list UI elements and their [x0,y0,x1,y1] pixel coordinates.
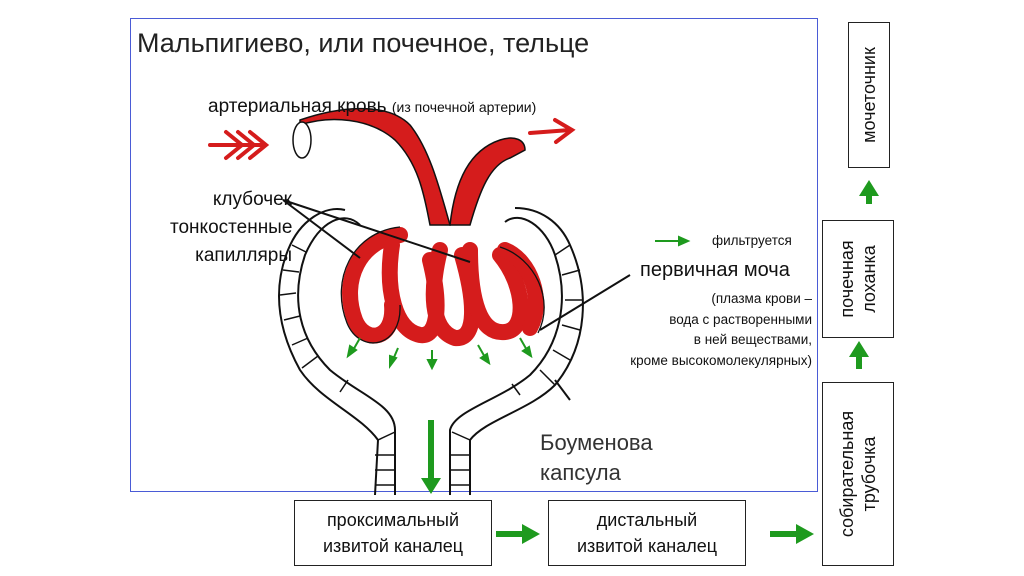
plasma-line-3: в ней веществами, [693,332,812,347]
glomerulus-outline [340,226,545,344]
arterial-blood-label: артериальная кровь (из почечной артерии) [208,96,536,118]
arterial-blood-main: артериальная кровь [208,96,387,117]
filtration-arrows [346,235,691,371]
urine-flow-arrows [421,180,879,544]
arterial-blood-note: (из почечной артерии) [391,99,537,115]
collecting-duct-box: собирательная трубочка [822,382,894,566]
glomerulus-loops [342,227,544,346]
filtered-label: фильтруется [712,233,792,248]
bowman-line-2: капсула [540,460,621,485]
collecting-line-2: трубочка [859,436,879,512]
collecting-line-1: собирательная [837,410,857,538]
pelvis-line-2: лоханка [859,245,879,313]
proximal-line-2: извитой каналец [322,536,464,556]
capillaries-text-2: капилляры [195,245,292,266]
ureter-text: мочеточник [859,47,879,143]
pointer-lines [282,199,631,401]
plasma-line-1: (плазма крови – [711,291,812,306]
distal-line-2: извитой каналец [576,536,718,556]
distal-tubule-box: дистальный извитой каналец [548,500,746,566]
blood-vessels [292,107,526,226]
plasma-description: (плазма крови – вода с растворенными в н… [560,289,812,371]
distal-line-1: дистальный [596,510,698,530]
plasma-line-2: вода с растворенными [669,311,812,327]
plasma-line-4: кроме высокомолекулярных) [630,352,812,368]
bowman-line-1: Боуменова [540,430,653,455]
capsule-cells [279,244,583,486]
ureter-box: мочеточник [848,22,890,168]
glomerulus-label: клубочек тонкостенные капилляры [170,186,292,270]
bowman-capsule-label: Боуменова капсула [540,428,653,488]
glomerulus-text: клубочек [212,189,292,210]
proximal-line-1: проксимальный [326,510,460,530]
collecting-duct-text: собирательная трубочка [836,411,880,537]
capillaries-text-1: тонкостенные [170,217,293,238]
pelvis-line-1: почечная [837,240,857,318]
renal-pelvis-box: почечная лоханка [822,220,894,338]
primary-urine-label: первичная моча [640,259,790,281]
proximal-tubule-box: проксимальный извитой каналец [294,500,492,566]
page-title: Мальпигиево, или почечное, тельце [137,28,590,58]
blood-flow-arrows [208,118,576,160]
diagram-frame [130,18,818,492]
renal-pelvis-text: почечная лоханка [836,240,880,317]
